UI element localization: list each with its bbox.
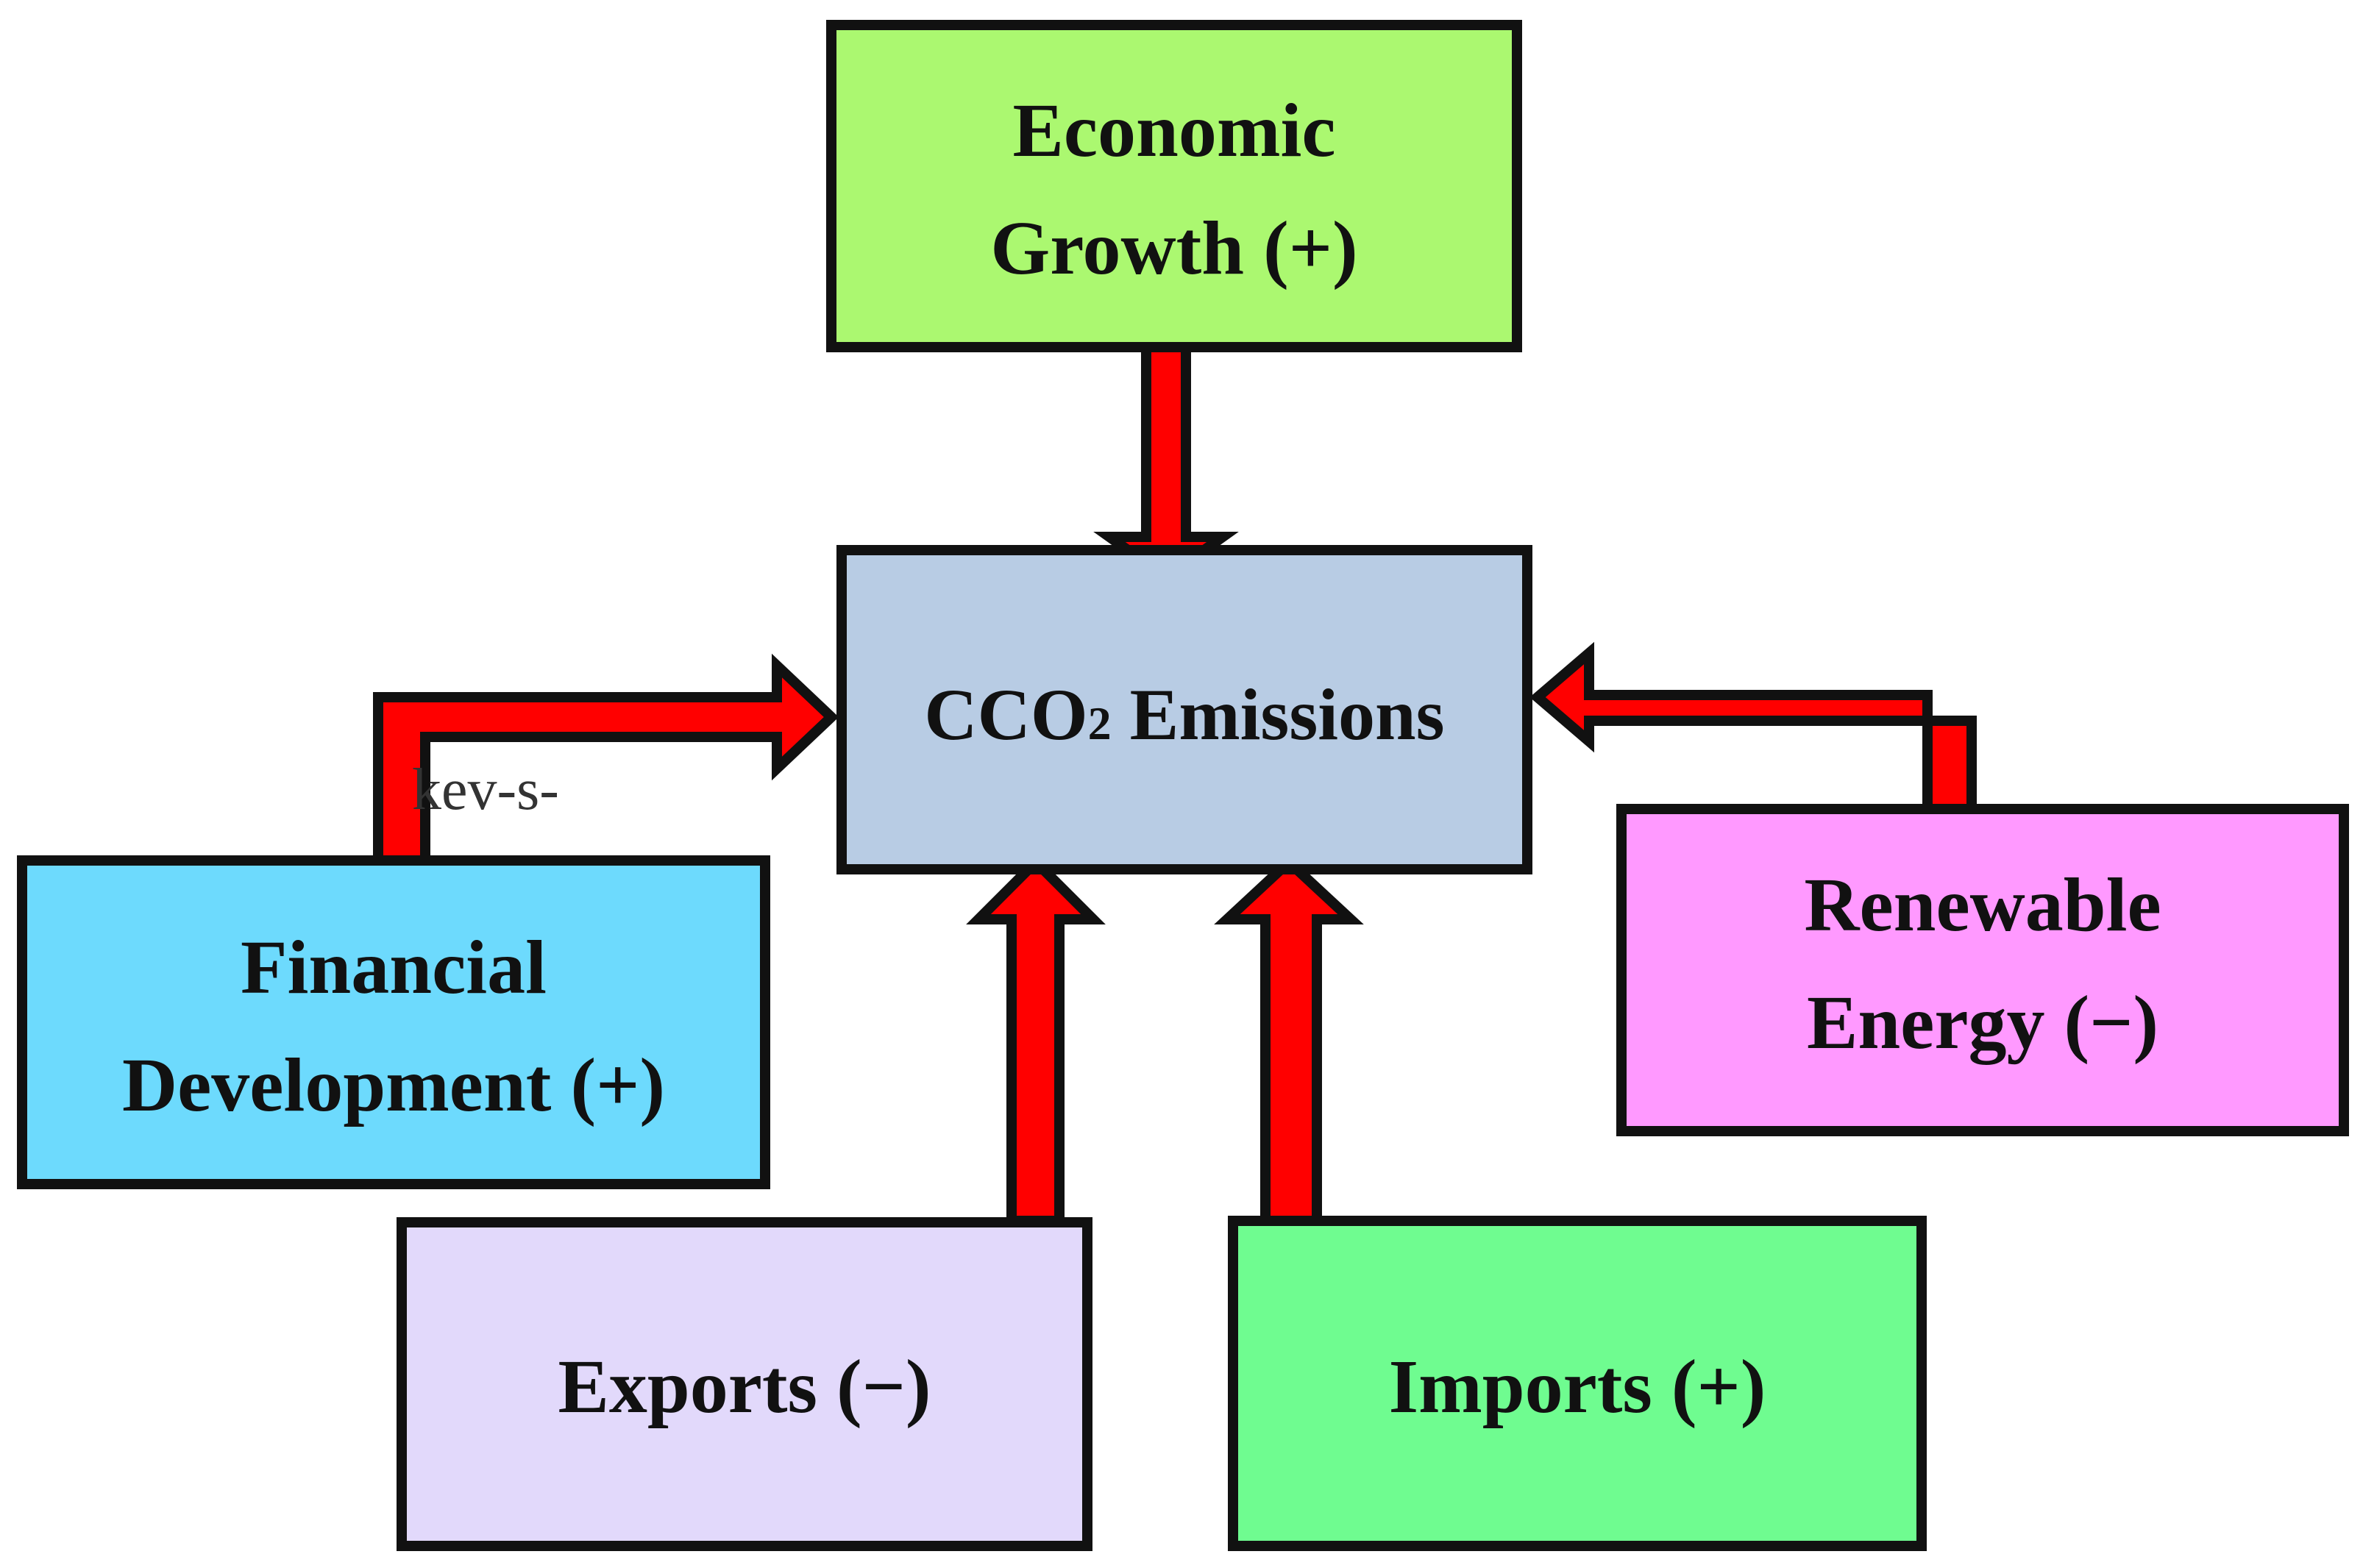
- node-financial-development-box: [17, 855, 770, 1189]
- node-economic-growth-box: [826, 20, 1522, 352]
- node-co2-emissions-label: CCO2 Emissions: [924, 674, 1444, 755]
- node-co2-emissions: CCO2 Emissions: [836, 545, 1532, 874]
- node-economic-growth-label-line2: Growth (+): [990, 206, 1357, 291]
- emissions-label-prefix: CCO: [924, 674, 1087, 755]
- node-exports: Exports (−): [397, 1217, 1092, 1551]
- node-imports-box: [1228, 1216, 1927, 1551]
- stray-text-fragment: kev-s-: [412, 758, 559, 822]
- node-financial-development-label-line2: Development (+): [122, 1043, 665, 1127]
- emissions-label-subscript: 2: [1088, 697, 1112, 749]
- node-imports: Imports (+): [1228, 1216, 1927, 1551]
- node-imports-label: Imports (+): [1389, 1344, 1766, 1429]
- node-financial-development-label-line1: Financial: [241, 925, 547, 1010]
- arrow-financial-development-to-emissions: [373, 653, 839, 866]
- node-renewable-energy-box: [1616, 804, 2349, 1136]
- arrow-economic-growth-to-emissions: [1093, 341, 1239, 584]
- node-renewable-energy-label-line1: Renewable: [1804, 863, 2161, 947]
- arrow-exports-to-emissions: [966, 855, 1106, 1226]
- node-exports-label: Exports (−): [558, 1344, 931, 1429]
- node-co2-emissions-box: [836, 545, 1532, 874]
- emissions-label-suffix: Emissions: [1112, 674, 1445, 755]
- node-financial-development: Financial Development (+): [17, 855, 770, 1189]
- node-economic-growth: Economic Growth (+): [826, 20, 1522, 352]
- node-economic-growth-label-line1: Economic: [1012, 88, 1335, 173]
- arrows: [373, 341, 1977, 1226]
- arrow-imports-to-emissions: [1214, 855, 1364, 1226]
- arrow-renewable-energy-to-emissions: [1529, 641, 1977, 814]
- node-renewable-energy: Renewable Energy (−): [1616, 804, 2349, 1136]
- node-renewable-energy-label-line2: Energy (−): [1807, 980, 2158, 1065]
- node-exports-box: [397, 1217, 1092, 1551]
